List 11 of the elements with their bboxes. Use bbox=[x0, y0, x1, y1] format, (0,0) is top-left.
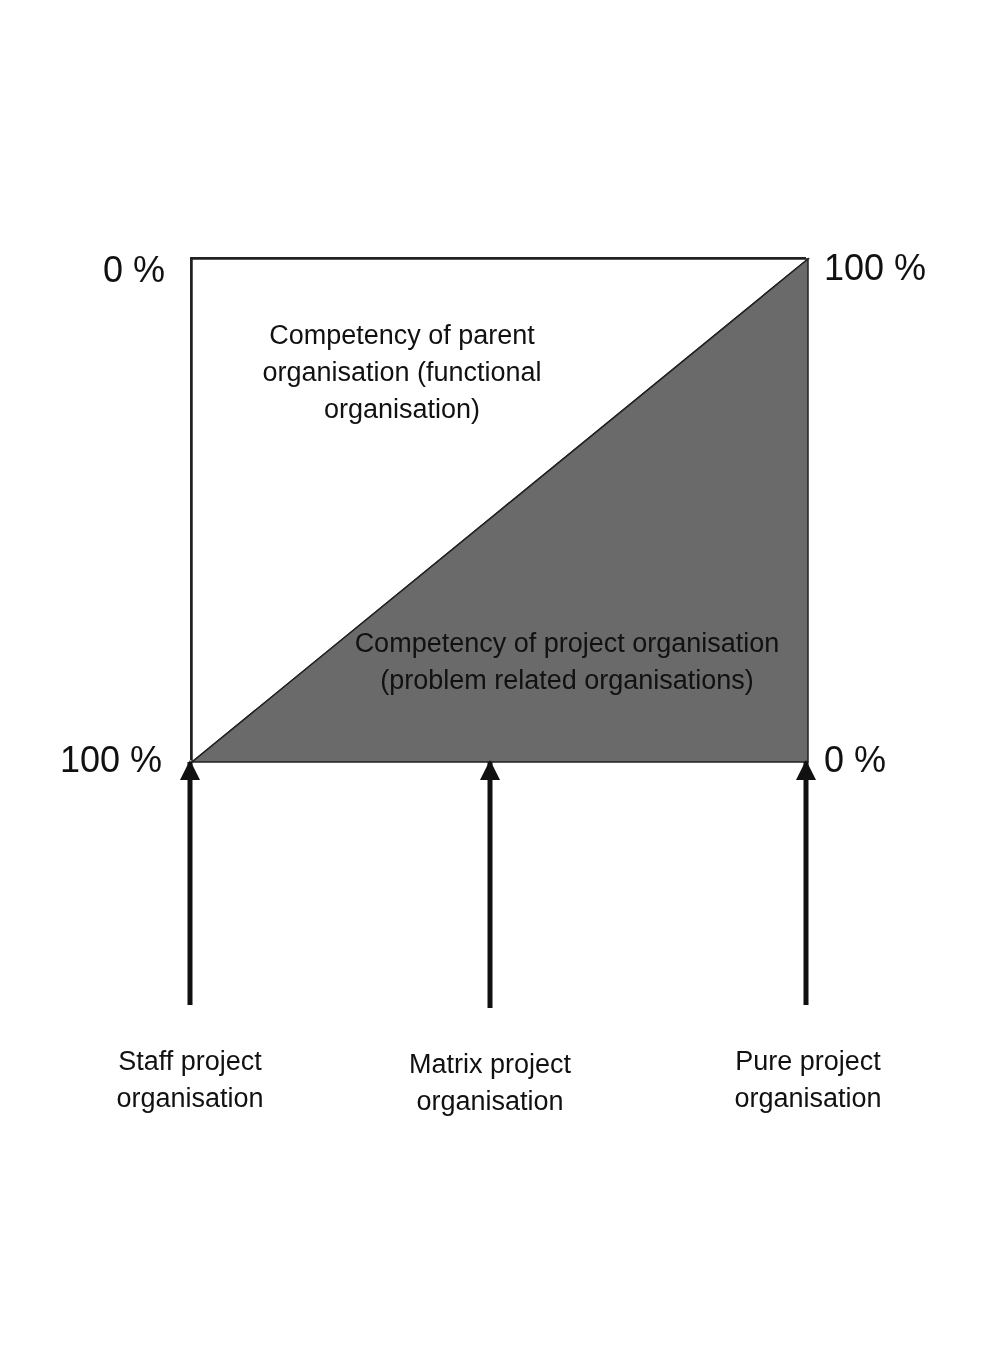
region-label: Competency of parent organisation (functional organisation) bbox=[261, 319, 543, 426]
percent-label: 0 % bbox=[824, 740, 887, 780]
percent-label: 100 % bbox=[824, 248, 927, 288]
arrow bbox=[796, 760, 816, 1005]
percent-label: 0 % bbox=[103, 250, 166, 290]
organisation-label: Staff project organisation bbox=[115, 1045, 265, 1115]
organisation-label: Pure project organisation bbox=[733, 1045, 883, 1115]
arrow bbox=[180, 760, 200, 1005]
organisation-label: Matrix project organisation bbox=[407, 1048, 572, 1118]
percent-label: 100 % bbox=[60, 740, 163, 780]
region-label: Competency of project organisation (problem related organisations) bbox=[353, 627, 781, 697]
